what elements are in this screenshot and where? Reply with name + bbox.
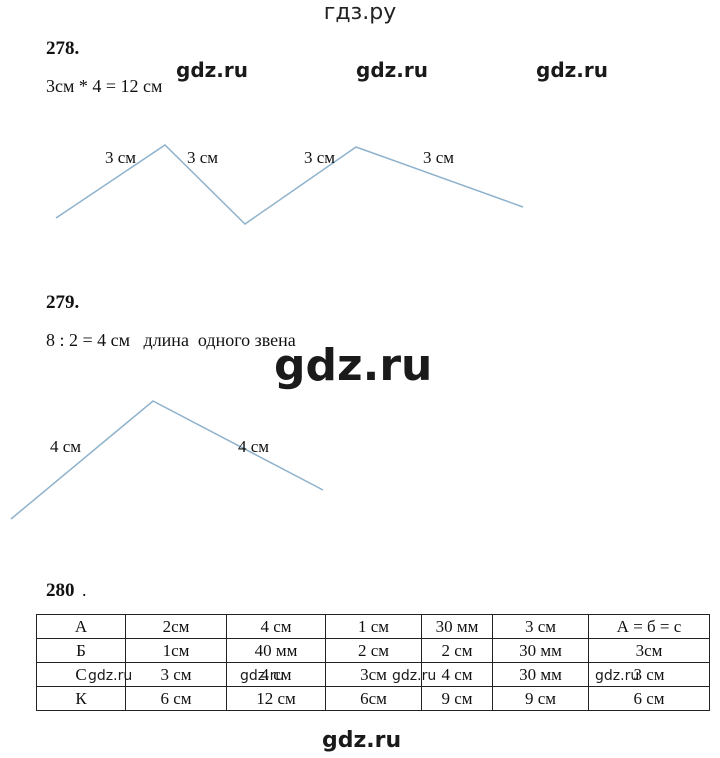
watermark-large: gdz.ru [274,340,433,391]
table-cell: 3 см [125,662,227,687]
task-280-dot: . [82,580,87,600]
table-cell: 2 см [421,638,493,663]
table-cell: 6см [325,686,422,711]
table-cell: 9 см [492,686,589,711]
segment-label: 3 см [187,148,219,167]
table-cell: 40 мм [226,638,326,663]
segment-label: 4 см [50,437,82,456]
task-280-number: 280 [46,580,75,601]
table-cell: А = б = с [588,614,710,639]
watermark: gdz.ru [595,668,640,684]
task-278-number: 278. [46,38,80,59]
table-cell: К [36,686,126,711]
table-cell: А [36,614,126,639]
task-278-equation: 3см * 4 = 12 см [46,76,163,96]
broken-line-279 [10,400,324,520]
watermark: gdz.ru [356,58,428,82]
site-header[interactable]: гдз.ру [323,0,397,25]
table-cell: 2см [125,614,227,639]
table-cell: 30 мм [492,638,589,663]
watermark: gdz.ru [536,58,608,82]
table-cell: 4 см [226,614,326,639]
table-cell: Б [36,638,126,663]
table-cell: 1см [125,638,227,663]
watermark: gdz.ru [392,668,437,684]
table-cell: 6 см [588,686,710,711]
task-279-equation: 8 : 2 = 4 см длина одного звена [46,330,296,350]
segment-label: 3 см [105,148,137,167]
segment-label: 3 см [304,148,336,167]
task-279-number: 279. [46,292,80,313]
segment-label: 4 см [238,437,270,456]
broken-line-278 [55,144,524,225]
table-cell: 3см [588,638,710,663]
task-280-table: А 2см 4 см 1 см 30 мм 3 см А = б = с Б 1… [36,614,710,711]
watermark-footer: gdz.ru [322,728,402,753]
table-cell: 30 мм [421,614,493,639]
table-cell: 12 см [226,686,326,711]
table-row: К 6 см 12 см 6см 9 см 9 см 6 см [36,686,710,711]
table-cell: 3 см [588,662,710,687]
table-row: А 2см 4 см 1 см 30 мм 3 см А = б = с [36,614,710,639]
table-cell: 2 см [325,638,422,663]
table-row: Б 1см 40 мм 2 см 2 см 30 мм 3см [36,638,710,663]
table-cell: 6 см [125,686,227,711]
watermark: gdz.ru [88,668,133,684]
watermark: gdz.ru [176,58,248,82]
table-cell: 9 см [421,686,493,711]
segment-label: 3 см [423,148,455,167]
table-cell: 3 см [492,614,589,639]
table-cell: 30 мм [492,662,589,687]
table-cell: 1 см [325,614,422,639]
watermark: gdz.ru [240,668,285,684]
